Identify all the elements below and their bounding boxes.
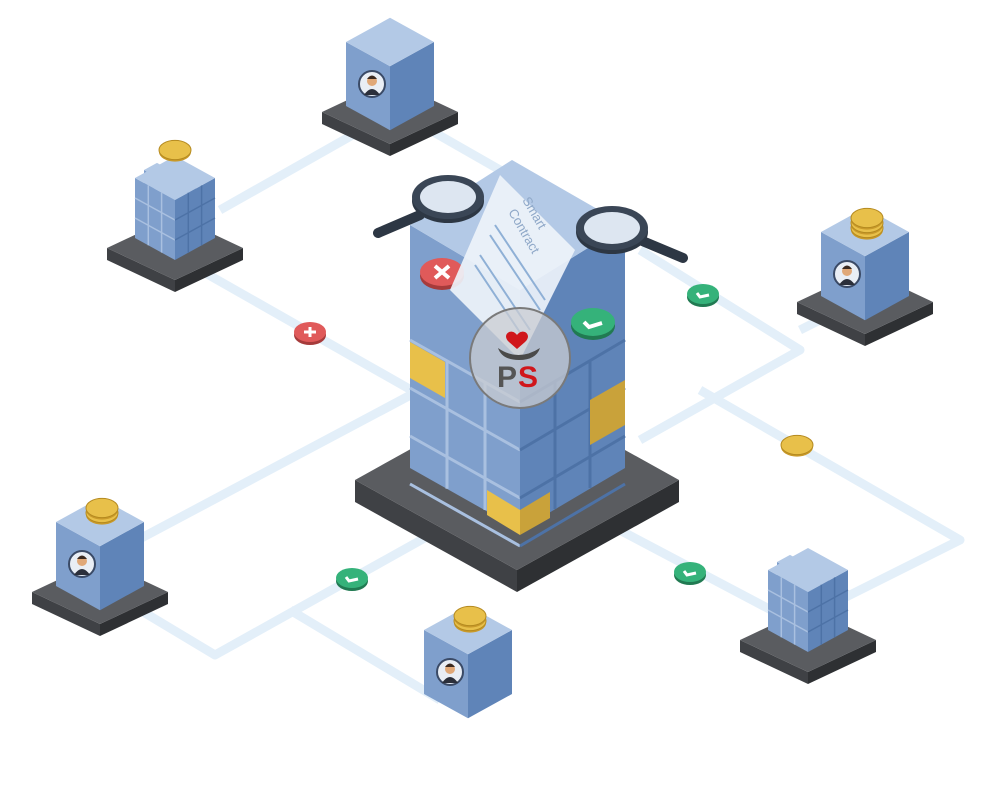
check-icon: [687, 284, 719, 307]
x-glyph: [433, 264, 451, 280]
magnifier-handle: [635, 235, 688, 263]
gold-block: [590, 380, 625, 445]
badge: [336, 568, 368, 588]
network-path: [217, 124, 368, 214]
check-icon: [336, 568, 368, 591]
top-left-coin-cluster-cube-top-face: [135, 156, 215, 200]
coin-icon: [158, 139, 192, 161]
network-path: [427, 126, 503, 174]
hands-icon: [498, 348, 540, 360]
magnifier-lens: [420, 181, 476, 213]
check-icon: [674, 562, 706, 585]
platform-side: [865, 302, 933, 346]
network-path: [287, 606, 443, 704]
network-nodes: [32, 17, 933, 719]
top-user-cube-top-face: [346, 17, 434, 67]
avatar-body: [839, 279, 855, 285]
avatar-hair: [842, 265, 852, 269]
block-seam: [134, 197, 176, 221]
top-left-coin-cluster-cube-left-face: [135, 178, 175, 260]
platform-side: [517, 480, 679, 592]
platform-side: [808, 640, 876, 684]
top-user-node: [322, 17, 458, 156]
platform-side: [740, 640, 808, 684]
check-glyph: [695, 292, 710, 299]
tower-seam: [519, 482, 626, 548]
coin-icon: [850, 207, 884, 229]
bottom-user-cube-right-face: [468, 630, 512, 719]
coin-icon: [780, 434, 814, 457]
bottom-right-cluster-cube-left-face: [768, 570, 808, 652]
check-glyph: [344, 576, 359, 583]
block-seam: [134, 217, 176, 241]
magnifiers: [373, 175, 688, 263]
badge: [687, 284, 719, 304]
top-left-coin-cluster-node: [107, 139, 243, 292]
platform-side: [390, 112, 458, 156]
magnifier-lens: [584, 212, 640, 244]
left-user-node: [32, 497, 168, 636]
network-path: [637, 246, 805, 444]
tower-seam: [409, 482, 521, 548]
avatar-hair: [77, 555, 87, 559]
bottom-user-node: [424, 605, 512, 719]
check-icon: [571, 308, 615, 340]
bottom-right-cluster-cube-right-face: [808, 570, 848, 652]
top-left-coin-cluster-cube-right-face: [175, 178, 215, 260]
logo-letter-p: P: [497, 361, 517, 394]
smart-contract-document: Smart Contract: [450, 175, 575, 360]
platform-side: [322, 112, 390, 156]
platform-side: [107, 248, 175, 292]
platform-side: [100, 592, 168, 636]
coin-icon: [85, 497, 119, 519]
block-seam: [807, 589, 849, 613]
heart-icon: [506, 331, 528, 349]
badge: [674, 562, 706, 582]
avatar-hair: [445, 663, 455, 667]
magnifier-handle: [373, 210, 425, 238]
block-seam: [174, 197, 216, 221]
platform-side: [355, 480, 517, 592]
right-user-node: [797, 207, 933, 346]
plus-icon: [294, 322, 326, 345]
block-seam: [767, 609, 809, 633]
plus-glyph: [304, 327, 316, 337]
block-seam: [174, 217, 216, 241]
avatar-body: [442, 677, 458, 683]
top-user-cube-right-face: [390, 42, 434, 131]
tower-seam: [519, 434, 626, 500]
gold-block: [520, 492, 550, 535]
close-icon: [420, 258, 464, 290]
avatar-hair: [367, 75, 377, 79]
ps-logo: P S: [469, 307, 571, 409]
avatar-body: [74, 569, 90, 575]
coin-icon: [780, 434, 814, 456]
bottom-right-cluster-cube-top-face: [768, 548, 848, 592]
tower-seam: [409, 386, 521, 452]
platform-side: [797, 302, 865, 346]
logo-letter-s: S: [518, 361, 538, 394]
left-user-cube-right-face: [100, 522, 144, 611]
gold-block: [487, 490, 520, 535]
avatar-body: [364, 89, 380, 95]
block-seam: [807, 609, 849, 633]
block-seam: [767, 589, 809, 613]
check-glyph: [582, 320, 603, 330]
platform-side: [32, 592, 100, 636]
tower-seam: [409, 434, 521, 500]
coin-icon: [453, 605, 487, 627]
check-glyph: [682, 570, 697, 577]
transaction-badges: [294, 258, 814, 591]
badge: [571, 308, 615, 336]
right-user-cube-right-face: [865, 232, 909, 321]
network-path: [137, 531, 433, 660]
platform-side: [175, 248, 243, 292]
magnifier-icon: [373, 175, 484, 238]
bottom-right-cluster-node: [740, 548, 876, 684]
magnifier-icon: [576, 206, 688, 263]
network-path: [97, 386, 423, 564]
gold-block: [410, 342, 445, 398]
